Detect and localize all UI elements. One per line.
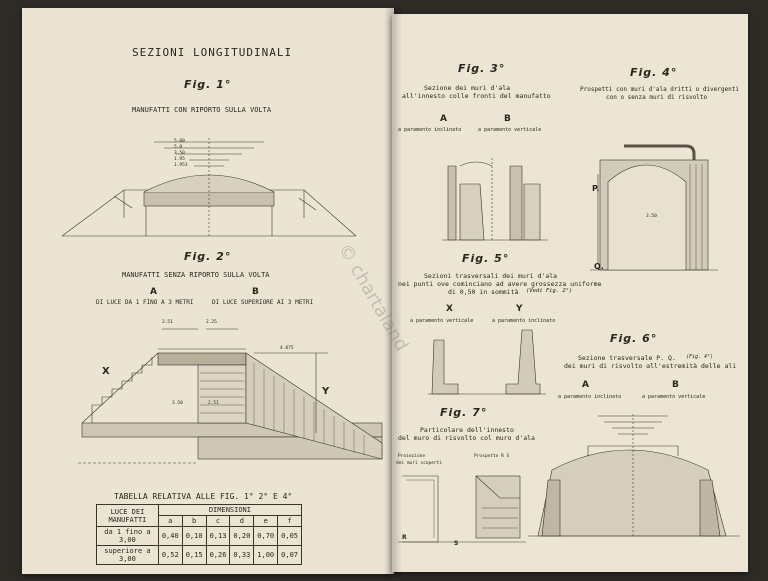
table-col-b: b [181,515,207,527]
fig1-dim-1: 5.00 [174,139,185,144]
fig2-dim-1: 2.51 [162,320,173,325]
table-cell: 0,05 [277,526,302,546]
table-header-luce: LUCE DEI MANUFATTI [96,504,159,527]
fig4-caption-2: con o senza muri di risvolto [606,94,708,101]
fig2-label-y: Y [322,386,330,397]
fig7-proiezione-1: Proiezione [398,454,426,459]
fig1-caption: MANUFATTI CON RIPORTO SULLA VOLTA [132,106,272,114]
fig2-drawing [78,328,383,464]
right-page: Fig. 3° Sezione dei muri d'ala all'innes… [392,14,748,572]
fig4-caption-1: Prospetti con muri d'ala dritti o diverg… [580,86,739,93]
fig7-s: S [454,540,459,547]
fig2-label: Fig. 2° [184,250,232,263]
fig5-label: Fig. 5° [462,252,510,265]
fig2-dim-5: 2.51 [208,401,219,406]
fig2-dim-4: 3.50 [172,401,183,406]
fig3-drawing [442,158,548,241]
fig7-prospetto: Prospetto R S [474,454,510,459]
table-cell: 0,15 [181,545,207,565]
fig1-dim-5: 1.953 [174,163,188,168]
fig3-sub-a: a paramento inclinato [398,127,462,133]
fig6-label: Fig. 6° [610,332,658,345]
table-col-d: d [229,515,255,527]
table-cell: 0,13 [205,526,231,546]
table-cell: superiore a 3,00 [96,545,159,565]
fig7-r: R [402,534,407,541]
left-page: SEZIONI LONGITUDINALI Fig. 1° MANUFATTI … [22,8,394,574]
table-col-e: e [253,515,279,527]
table-cell: 0,07 [277,545,302,565]
fig6-caption-1: Sezione trasversale P. Q. [578,354,676,362]
fig5-label-x: X [446,304,453,314]
table-cell: 0,70 [253,526,279,546]
fig5-sub-x: a paramento verticale [410,318,474,324]
fig1-dim-4: 1.95 [174,157,185,162]
fig6-ref: (Fig. 4°) [686,354,714,360]
fig7-proiezione-2: dei muri scoperti [396,461,443,466]
table-cell: 0,26 [205,545,231,565]
fig1-drawing [61,138,357,237]
table-cell: 0,52 [157,545,183,565]
table-title: TABELLA RELATIVA ALLE FIG. 1° 2° E 4° [114,492,293,501]
dimensions-table: LUCE DEI MANUFATTI DIMENSIONI a b c d e … [96,504,303,565]
table-row: superiore a 3,00 0,52 0,15 0,26 0,33 1,0… [96,545,302,565]
table-row: da 1 fino a 3,00 0,40 0,10 0,13 0,20 0,7… [96,526,302,546]
fig4-p: P. [592,184,600,193]
table-cell: 0,33 [229,545,255,565]
fig4-label: Fig. 4° [630,66,678,79]
table-cell: 0,10 [181,526,207,546]
fig3-label: Fig. 3° [458,62,506,75]
fig2-label-b: B [252,287,259,297]
fig7-caption-1: Particolare dell'innesto [420,426,514,434]
fig7-caption-2: del muro di risvolto col muro d'ala [398,434,535,442]
fig6-label-b: B [672,380,679,390]
fig4-drawing [590,144,718,271]
fig5-caption-2: nei punti ove cominciano ad avere grosse… [398,280,602,288]
fig4-dim: 3.50 [646,214,657,219]
table-col-a: a [157,515,183,527]
fig5-sub-y: a paramento inclinato [492,318,556,324]
fig1-dim-2: 5.0 [174,145,183,150]
fig1-dim-3: 3.50 [174,151,185,156]
fig2-label-x: X [102,366,110,377]
fig2-label-a: A [150,287,157,297]
fig7-label: Fig. 7° [440,406,488,419]
fig6-sub-b: a paramento verticale [642,394,706,400]
table-cell: 1,00 [253,545,279,565]
fig2-sub-a: DI LUCE DA 1 FINO A 3 METRI [96,299,194,306]
fig5-caption-3: di 0,50 in sommità [448,288,519,296]
fig5-drawing [428,329,546,395]
fig4-q: Q. [594,262,604,271]
fig3-caption-1: Sezione dei muri d'ala [424,84,511,92]
table-cell: 0,20 [229,526,255,546]
fig2-caption: MANUFATTI SENZA RIPORTO SULLA VOLTA [122,271,270,279]
fig6-caption-2: dei muri di risvolto all'estremità delle… [564,362,737,370]
fig2-dim-3: 4.875 [280,346,294,351]
fig1-label: Fig. 1° [184,78,232,91]
fig2-sub-b: DI LUCE SUPERIORE AI 3 METRI [212,299,314,306]
table-header-dimensioni: DIMENSIONI [157,504,303,516]
fig3-sub-b: a paramento verticale [478,127,542,133]
fig5-ref: (Vedi Fig. 2°) [526,288,573,294]
fig3-caption-2: all'innesto colle fronti del manufatto [402,92,551,100]
fig2-dim-2: 2.25 [206,320,217,325]
fig7-drawing [398,475,526,543]
fig3-label-b: B [504,114,511,124]
fig6-sub-a: a paramento inclinato [558,394,622,400]
page-heading: SEZIONI LONGITUDINALI [132,46,293,59]
fig6-drawing [528,414,740,537]
fig5-caption-1: Sezioni trasversali dei muri d'ala [424,272,558,280]
table-cell: 0,40 [157,526,183,546]
table-col-c: c [205,515,231,527]
fig5-label-y: Y [516,304,523,314]
fig3-label-a: A [440,114,447,124]
table-col-f: f [277,515,302,527]
fig6-label-a: A [582,380,589,390]
table-cell: da 1 fino a 3,00 [96,526,159,546]
